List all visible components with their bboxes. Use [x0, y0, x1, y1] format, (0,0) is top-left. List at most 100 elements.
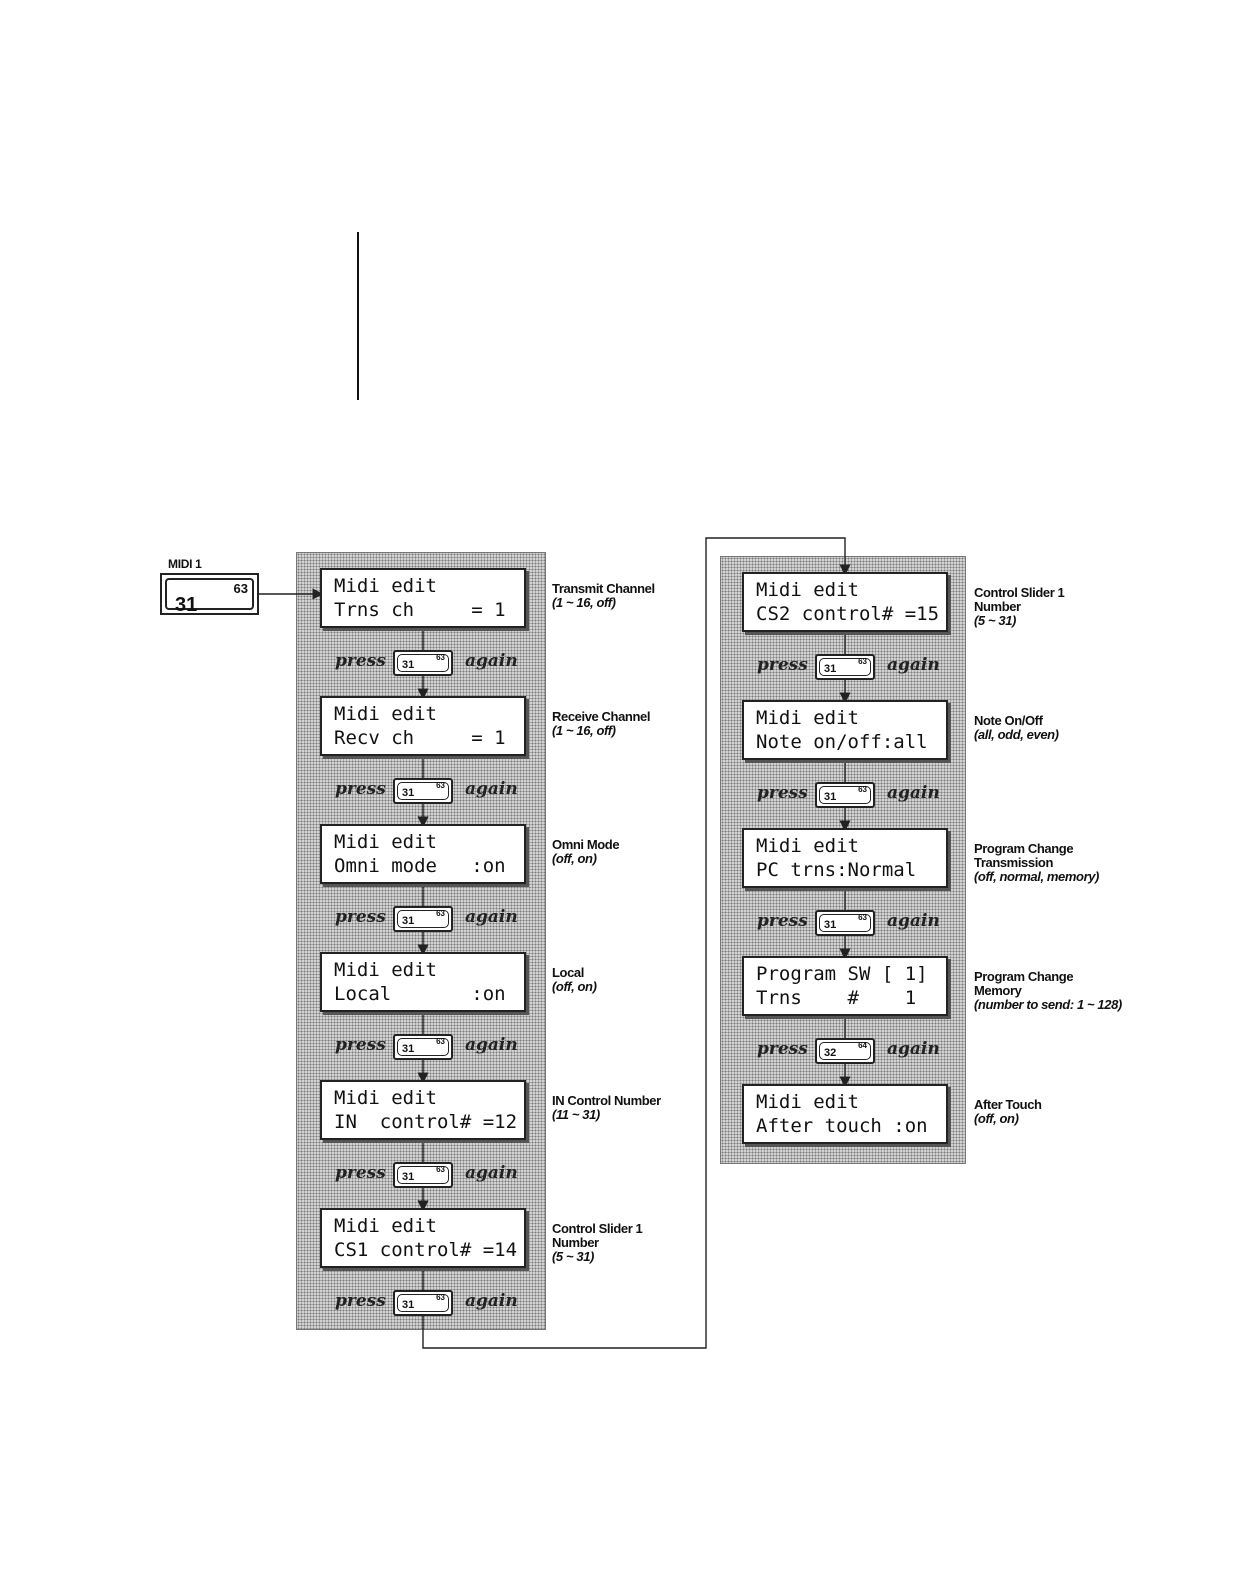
button-number: 31	[402, 1043, 415, 1055]
lcd-line-1: Midi edit	[334, 831, 437, 853]
description-title: Program Change	[974, 841, 1074, 856]
button-small-number: 63	[436, 1165, 445, 1174]
midi-edit-button[interactable]: 31 63	[815, 654, 875, 680]
description-title: Note On/Off	[974, 713, 1043, 728]
again-label: again	[465, 651, 518, 671]
lcd-line-2: Omni mode :on	[334, 855, 506, 877]
description-range: (1 ~ 16, off)	[552, 595, 616, 610]
midi-edit-button[interactable]: 31 63	[393, 1034, 453, 1060]
again-label: again	[887, 911, 940, 931]
midi-1-button-small-number: 63	[233, 581, 248, 596]
again-label: again	[887, 783, 940, 803]
again-label: again	[887, 655, 940, 675]
margin-rule	[357, 232, 359, 400]
button-small-number: 63	[436, 1037, 445, 1046]
again-label: again	[887, 1039, 940, 1059]
button-small-number: 63	[858, 785, 867, 794]
lcd-line-1: Midi edit	[334, 575, 437, 597]
again-label: again	[465, 1163, 518, 1183]
again-label: again	[465, 1291, 518, 1311]
description-title: Number	[974, 599, 1021, 614]
left-description-1: Transmit Channel(1 ~ 16, off)	[552, 582, 655, 610]
press-label: press	[335, 1035, 386, 1055]
lcd-line-1: Program SW [ 1]	[756, 963, 928, 985]
press-label: press	[335, 651, 386, 671]
lcd-line-2: Trns ch = 1	[334, 599, 506, 621]
description-range: (off, on)	[552, 851, 597, 866]
description-title: After Touch	[974, 1097, 1042, 1112]
press-label: press	[335, 779, 386, 799]
description-range: (5 ~ 31)	[552, 1249, 594, 1264]
again-label: again	[465, 1035, 518, 1055]
lcd-line-2: PC trns:Normal	[756, 859, 917, 881]
lcd-line-2: IN control# =12	[334, 1111, 518, 1133]
midi-1-button-face: 31 63	[165, 578, 254, 616]
button-number: 31	[402, 787, 415, 799]
button-number: 31	[402, 915, 415, 927]
button-number: 31	[824, 663, 837, 675]
lcd-line-2: CS2 control# =15	[756, 603, 940, 625]
press-label: press	[757, 1039, 808, 1059]
column-link-line	[422, 537, 851, 1349]
right-description-2: Note On/Off(all, odd, even)	[974, 714, 1059, 742]
description-title: Control Slider 1	[552, 1221, 643, 1236]
lcd-line-2: Trns # 1	[756, 987, 917, 1009]
description-title: IN Control Number	[552, 1093, 661, 1108]
description-title: Omni Mode	[552, 837, 620, 852]
button-small-number: 63	[858, 913, 867, 922]
button-face	[819, 658, 871, 676]
press-label: press	[335, 1163, 386, 1183]
button-small-number: 63	[436, 653, 445, 662]
lcd-line-1: Midi edit	[756, 835, 859, 857]
press-label: press	[335, 907, 386, 927]
description-title: Transmit Channel	[552, 581, 655, 596]
midi-edit-button[interactable]: 31 63	[393, 1162, 453, 1188]
midi-edit-button[interactable]: 31 63	[393, 650, 453, 676]
button-small-number: 63	[858, 657, 867, 666]
lcd-line-2: Note on/off:all	[756, 731, 928, 753]
midi-button-label: MIDI 1	[168, 557, 202, 571]
button-face	[819, 914, 871, 932]
lcd-line-1: Midi edit	[756, 707, 859, 729]
again-label: again	[465, 907, 518, 927]
description-range: (number to send: 1 ~ 128)	[974, 997, 1122, 1012]
lcd-line-2: Recv ch = 1	[334, 727, 506, 749]
lcd-line-1: Midi edit	[756, 1091, 859, 1113]
description-range: (off, on)	[552, 979, 597, 994]
lcd-line-1: Midi edit	[334, 1215, 437, 1237]
button-number: 31	[824, 791, 837, 803]
midi-1-button-number: 31	[175, 594, 198, 616]
button-number: 31	[402, 1299, 415, 1311]
button-face	[397, 1166, 449, 1184]
lcd-line-1: Midi edit	[334, 1087, 437, 1109]
description-title: Control Slider 1	[974, 585, 1065, 600]
lcd-line-1: Midi edit	[756, 579, 859, 601]
button-number: 31	[402, 1171, 415, 1183]
midi-edit-button[interactable]: 31 63	[815, 782, 875, 808]
button-number: 31	[402, 659, 415, 671]
left-description-2: Receive Channel(1 ~ 16, off)	[552, 710, 650, 738]
midi-1-button[interactable]: 31 63	[160, 573, 259, 616]
button-face	[819, 786, 871, 804]
description-title: Receive Channel	[552, 709, 651, 724]
again-label: again	[465, 779, 518, 799]
description-range: (all, odd, even)	[974, 727, 1059, 742]
